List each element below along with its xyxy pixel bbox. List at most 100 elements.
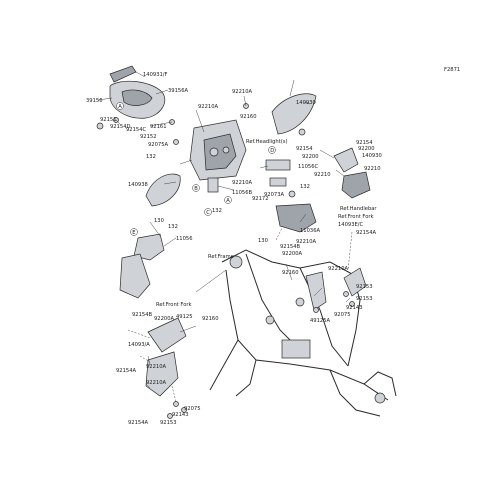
gauge-bracket-right <box>333 147 371 199</box>
clamp-bracket <box>207 177 219 193</box>
right-fork-cover-shape <box>343 267 367 297</box>
figure-code: F2871 <box>444 67 460 73</box>
callout-label: Ref.Front Fork <box>338 214 374 220</box>
side-cover-left <box>145 173 181 207</box>
callout-label: 92210 <box>364 166 381 172</box>
emblem-plate <box>109 65 137 83</box>
callout-label: 92160 <box>240 114 257 120</box>
bolt-icon <box>96 122 104 130</box>
lower-clamp <box>275 203 317 233</box>
bolt-icon <box>167 413 173 419</box>
callout-label: 92210 <box>314 172 331 178</box>
bottom-hardware <box>167 291 355 419</box>
callout-label: 92152 <box>140 134 157 140</box>
grommet-icon <box>298 128 306 136</box>
frame-tube <box>209 339 239 391</box>
callout-label: Ref.Handlebar <box>340 206 377 212</box>
callout-label: 132 <box>212 208 222 214</box>
callout-label: 92210A <box>296 239 317 245</box>
callout-label: 92154B <box>280 244 301 250</box>
callout-label: 49125A <box>310 318 331 324</box>
fairing-inner <box>121 89 153 106</box>
gauge-bracket <box>333 147 359 173</box>
callout-label: 130 <box>154 218 164 224</box>
left-brackets <box>119 233 165 299</box>
callout-label: 92154A <box>356 230 377 236</box>
callout-label: 92200A <box>282 251 303 257</box>
callout-label: 92210A <box>328 266 349 272</box>
upper-cover-right <box>271 93 317 136</box>
right-fork-cover <box>343 267 367 297</box>
callout-label: 92154B <box>132 312 153 318</box>
bolt-icon <box>343 291 349 297</box>
callout-label: 39156A <box>168 88 189 94</box>
callout-label: 11056C <box>298 164 319 170</box>
callout-label: 92143 <box>346 305 363 311</box>
callout-label: 92210A <box>146 380 167 386</box>
bolt-icon <box>288 190 296 198</box>
callout-label: 140938 <box>128 182 148 188</box>
callout-label: 92160 <box>282 270 299 276</box>
ref-marker <box>192 184 200 192</box>
callout-label: 92172 <box>252 196 269 202</box>
callout-label: 92153 <box>356 296 373 302</box>
callout-label: 92151 <box>100 117 117 123</box>
callout-label: 39156 <box>86 98 103 104</box>
steering-head <box>229 255 243 269</box>
callout-label: 132 <box>146 154 156 160</box>
side-cover-left-shape <box>145 173 181 207</box>
frame-side-panel-right <box>305 271 327 311</box>
bolt-icon <box>181 407 187 413</box>
frame-tube <box>235 359 257 397</box>
callout-label: 92153 <box>356 284 373 290</box>
callout-label: Ref.Front Fork <box>156 302 192 308</box>
center-clamp-stack <box>265 159 317 233</box>
bolt-icon <box>313 307 319 313</box>
main-frame <box>209 249 397 417</box>
ref-marker <box>224 196 232 204</box>
frame-tube <box>289 363 389 401</box>
bolt-icon <box>209 147 219 157</box>
side-cover <box>271 93 317 135</box>
frame-boss <box>265 315 275 325</box>
clamp-plate <box>265 159 291 171</box>
callout-label: 92200A <box>154 316 175 322</box>
left-bracket-lower <box>119 253 151 299</box>
bolt-icon <box>222 146 230 154</box>
callout-label: 140931/F <box>143 72 168 78</box>
ref-marker-label: E <box>132 230 135 236</box>
callout-label: 92075A <box>148 142 169 148</box>
fork-cover-lower <box>145 351 179 397</box>
callout-label: 92161 <box>150 124 167 130</box>
callout-label: 92075 <box>334 312 351 318</box>
callout-label: 130 <box>258 238 268 244</box>
callout-label: 92200 <box>302 154 319 160</box>
headlight-fairing-group <box>96 65 179 145</box>
gauge-housing <box>341 171 371 199</box>
frame-boss <box>295 297 305 307</box>
callout-label: 140930 <box>296 100 316 106</box>
ref-marker-label: A <box>226 198 230 204</box>
callout-label: 132 <box>300 184 310 190</box>
callout-label: 49125 <box>176 314 193 320</box>
ref-marker <box>268 146 276 154</box>
ref-marker-label: C <box>206 210 210 216</box>
frame-tube <box>225 269 291 365</box>
ref-marker-label: B <box>194 186 198 192</box>
bolt-icon <box>173 139 179 145</box>
callout-label: 140930 <box>362 153 382 159</box>
frame-tube <box>329 369 381 417</box>
frame-crossmember <box>281 339 311 359</box>
callout-label: 92210A <box>146 364 167 370</box>
callout-label: 11056B <box>232 190 253 196</box>
ref-marker <box>116 102 124 110</box>
callout-label: 11036A <box>300 228 321 234</box>
callout-label: 92154A <box>116 368 137 374</box>
frame-tube <box>245 253 301 351</box>
callout-label: 92210A <box>232 89 253 95</box>
clamp-plate <box>269 177 287 187</box>
callout-label: 92210A <box>198 104 219 110</box>
callout-label: 132 <box>168 224 178 230</box>
callout-label: 14093/A <box>128 342 150 348</box>
